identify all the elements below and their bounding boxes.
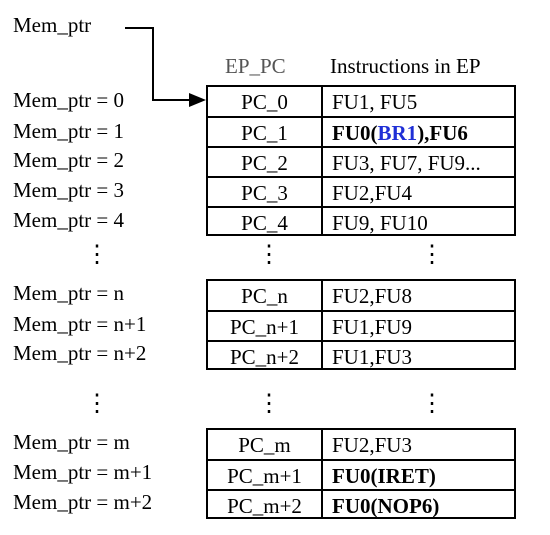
table-row: PC_2 FU3, FU7, FU9... (208, 146, 514, 178)
instr-cell: FU1,FU3 (332, 345, 412, 369)
ellipsis-pc-2: ⋮ (257, 391, 281, 417)
instr-cell: FU2,FU3 (332, 433, 412, 457)
ellipsis-pc-1: ⋮ (257, 242, 281, 268)
column-separator (321, 281, 323, 368)
mem-ptr-label: Mem_ptr (13, 13, 92, 37)
table-row: PC_0 FU1, FU5 (208, 87, 514, 118)
table-row: PC_3 FU2,FU4 (208, 176, 514, 208)
ellipsis-labels-2: ⋮ (85, 391, 109, 417)
mem-ptr-3-label: Mem_ptr = 3 (13, 178, 124, 202)
instr-part: FU0( (332, 121, 378, 145)
highlight-branch: BR1 (377, 121, 418, 145)
ellipsis-labels-1: ⋮ (85, 242, 109, 268)
table-row: PC_n FU2,FU8 (208, 281, 514, 312)
instr-cell: FU0(NOP6) (332, 494, 440, 518)
instr-cell: FU9, FU10 (332, 211, 428, 235)
instr-part: ),FU6 (417, 121, 468, 145)
mem-ptr-n1-label: Mem_ptr = n+1 (13, 312, 147, 336)
column-separator (321, 430, 323, 517)
mem-ptr-4-label: Mem_ptr = 4 (13, 208, 124, 232)
pc-cell: PC_m+2 (227, 494, 302, 518)
pc-cell: PC_2 (241, 151, 288, 175)
header-instructions: Instructions in EP (330, 54, 481, 78)
table-row: PC_m+2 FU0(NOP6) (208, 489, 514, 519)
mem-ptr-2-label: Mem_ptr = 2 (13, 148, 124, 172)
mem-ptr-0-label: Mem_ptr = 0 (13, 88, 124, 112)
header-ep-pc: EP_PC (225, 54, 286, 78)
instr-cell: FU1, FU5 (332, 90, 418, 114)
table-row: PC_4 FU9, FU10 (208, 206, 514, 236)
instr-cell: FU2,FU8 (332, 284, 412, 308)
pc-cell: PC_n+1 (229, 315, 300, 339)
instr-cell: FU0(BR1),FU6 (323, 118, 468, 149)
mem-ptr-1-label: Mem_ptr = 1 (13, 119, 124, 143)
pc-cell: PC_1 (241, 121, 288, 145)
pc-cell: PC_4 (241, 211, 288, 235)
mem-ptr-m1-label: Mem_ptr = m+1 (13, 460, 153, 484)
pc-cell: PC_n (241, 284, 288, 308)
instr-cell: FU2,FU4 (332, 181, 412, 205)
instr-cell: FU1,FU9 (332, 315, 412, 339)
ep-table-2: PC_n FU2,FU8 PC_n+1 FU1,FU9 PC_n+2 FU1,F… (206, 279, 516, 370)
pc-cell: PC_m (238, 433, 291, 457)
pc-cell: PC_3 (241, 181, 288, 205)
ellipsis-instr-1: ⋮ (420, 242, 444, 268)
table-row: PC_m FU2,FU3 (208, 430, 514, 461)
instr-cell: FU0(IRET) (332, 464, 436, 488)
ellipsis-instr-2: ⋮ (420, 391, 444, 417)
pc-cell: PC_n+2 (229, 345, 300, 369)
mem-ptr-m-label: Mem_ptr = m (13, 430, 130, 454)
column-separator (321, 87, 323, 234)
pc-cell: PC_0 (241, 90, 288, 114)
table-row: PC_1 FU0(BR1),FU6 (208, 116, 514, 148)
table-row: PC_n+1 FU1,FU9 (208, 310, 514, 342)
ep-table-1: PC_0 FU1, FU5 PC_1 FU0(BR1),FU6 PC_2 FU3… (206, 85, 516, 236)
mem-ptr-n2-label: Mem_ptr = n+2 (13, 341, 147, 365)
mem-ptr-n-label: Mem_ptr = n (13, 281, 124, 305)
mem-ptr-m2-label: Mem_ptr = m+2 (13, 490, 153, 514)
table-row: PC_m+1 FU0(IRET) (208, 459, 514, 491)
instr-cell: FU3, FU7, FU9... (332, 151, 481, 175)
pc-cell: PC_m+1 (227, 464, 302, 488)
table-row: PC_n+2 FU1,FU3 (208, 340, 514, 370)
ep-table-3: PC_m FU2,FU3 PC_m+1 FU0(IRET) PC_m+2 FU0… (206, 428, 516, 519)
